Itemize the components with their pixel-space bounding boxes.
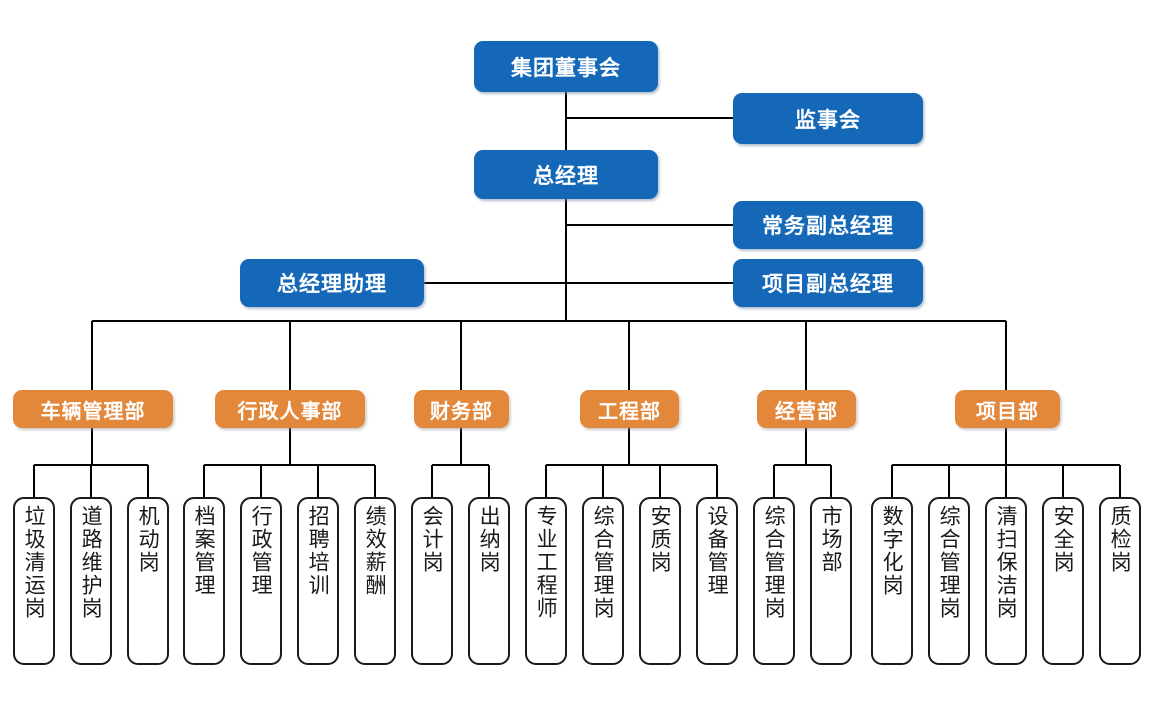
node-post-engineering-general-management[interactable]: 综合管理岗 bbox=[582, 497, 624, 665]
node-post-professional-engineer-label: 专业工程师 bbox=[534, 505, 559, 620]
node-post-safety[interactable]: 安全岗 bbox=[1042, 497, 1084, 665]
node-supervisory-board-label: 监事会 bbox=[795, 107, 861, 132]
node-department-admin-hr-label: 行政人事部 bbox=[237, 398, 343, 423]
node-post-project-general-management-label: 综合管理岗 bbox=[937, 505, 962, 620]
node-post-recruit-training[interactable]: 招聘培训 bbox=[297, 497, 339, 665]
node-department-vehicle[interactable]: 车辆管理部 bbox=[13, 390, 173, 428]
node-post-safety-label: 安全岗 bbox=[1051, 505, 1076, 574]
node-project-deputy-gm-label: 项目副总经理 bbox=[762, 272, 894, 296]
node-post-waste-transport-label: 垃圾清运岗 bbox=[22, 505, 47, 620]
node-post-recruit-training-label: 招聘培训 bbox=[306, 505, 331, 597]
node-department-engineering[interactable]: 工程部 bbox=[580, 390, 679, 428]
node-department-operations-label: 经营部 bbox=[775, 398, 838, 423]
node-post-performance-salary-label: 绩效薪酬 bbox=[363, 505, 388, 597]
node-department-engineering-label: 工程部 bbox=[598, 398, 661, 423]
node-post-quality-inspection[interactable]: 质检岗 bbox=[1099, 497, 1141, 665]
node-post-safety-quality-label: 安质岗 bbox=[648, 505, 673, 574]
node-department-admin-hr[interactable]: 行政人事部 bbox=[215, 390, 365, 428]
node-post-mobile-duty-label: 机动岗 bbox=[136, 505, 161, 574]
node-post-cashier[interactable]: 出纳岗 bbox=[468, 497, 510, 665]
node-post-professional-engineer[interactable]: 专业工程师 bbox=[525, 497, 567, 665]
node-post-digitalization-label: 数字化岗 bbox=[880, 505, 905, 597]
node-department-vehicle-label: 车辆管理部 bbox=[40, 398, 146, 423]
node-post-archive-management[interactable]: 档案管理 bbox=[183, 497, 225, 665]
node-board[interactable]: 集团董事会 bbox=[474, 41, 658, 92]
node-post-project-general-management[interactable]: 综合管理岗 bbox=[928, 497, 970, 665]
node-gm-assistant-label: 总经理助理 bbox=[277, 272, 387, 296]
node-post-safety-quality[interactable]: 安质岗 bbox=[639, 497, 681, 665]
node-post-quality-inspection-label: 质检岗 bbox=[1108, 505, 1133, 574]
node-gm-assistant[interactable]: 总经理助理 bbox=[240, 259, 424, 307]
node-executive-deputy-gm[interactable]: 常务副总经理 bbox=[733, 201, 923, 249]
node-post-mobile-duty[interactable]: 机动岗 bbox=[127, 497, 169, 665]
node-department-finance-label: 财务部 bbox=[430, 398, 493, 423]
node-department-operations[interactable]: 经营部 bbox=[757, 390, 856, 428]
node-post-operations-general-management[interactable]: 综合管理岗 bbox=[753, 497, 795, 665]
node-post-digitalization[interactable]: 数字化岗 bbox=[871, 497, 913, 665]
node-department-project[interactable]: 项目部 bbox=[955, 390, 1060, 428]
node-post-cashier-label: 出纳岗 bbox=[477, 505, 502, 574]
node-project-deputy-gm[interactable]: 项目副总经理 bbox=[733, 259, 923, 307]
node-post-admin-management[interactable]: 行政管理 bbox=[240, 497, 282, 665]
node-post-cleaning[interactable]: 清扫保洁岗 bbox=[985, 497, 1027, 665]
node-general-manager[interactable]: 总经理 bbox=[474, 150, 658, 199]
node-post-road-maintenance[interactable]: 道路维护岗 bbox=[70, 497, 112, 665]
node-post-admin-management-label: 行政管理 bbox=[249, 505, 274, 597]
node-post-waste-transport[interactable]: 垃圾清运岗 bbox=[13, 497, 55, 665]
node-department-project-label: 项目部 bbox=[976, 398, 1039, 423]
node-post-equipment-management[interactable]: 设备管理 bbox=[696, 497, 738, 665]
node-post-road-maintenance-label: 道路维护岗 bbox=[79, 505, 104, 620]
node-post-accounting[interactable]: 会计岗 bbox=[411, 497, 453, 665]
node-post-operations-general-management-label: 综合管理岗 bbox=[762, 505, 787, 620]
node-department-finance[interactable]: 财务部 bbox=[414, 390, 509, 428]
node-post-equipment-management-label: 设备管理 bbox=[705, 505, 730, 597]
node-general-manager-label: 总经理 bbox=[533, 163, 599, 188]
node-post-archive-management-label: 档案管理 bbox=[192, 505, 217, 597]
node-executive-deputy-gm-label: 常务副总经理 bbox=[762, 214, 894, 238]
node-post-accounting-label: 会计岗 bbox=[420, 505, 445, 574]
node-post-engineering-general-management-label: 综合管理岗 bbox=[591, 505, 616, 620]
node-post-cleaning-label: 清扫保洁岗 bbox=[994, 505, 1019, 620]
node-board-label: 集团董事会 bbox=[511, 55, 621, 80]
node-supervisory-board[interactable]: 监事会 bbox=[733, 93, 923, 144]
node-post-performance-salary[interactable]: 绩效薪酬 bbox=[354, 497, 396, 665]
node-post-market-label: 市场部 bbox=[819, 505, 844, 574]
node-post-market[interactable]: 市场部 bbox=[810, 497, 852, 665]
